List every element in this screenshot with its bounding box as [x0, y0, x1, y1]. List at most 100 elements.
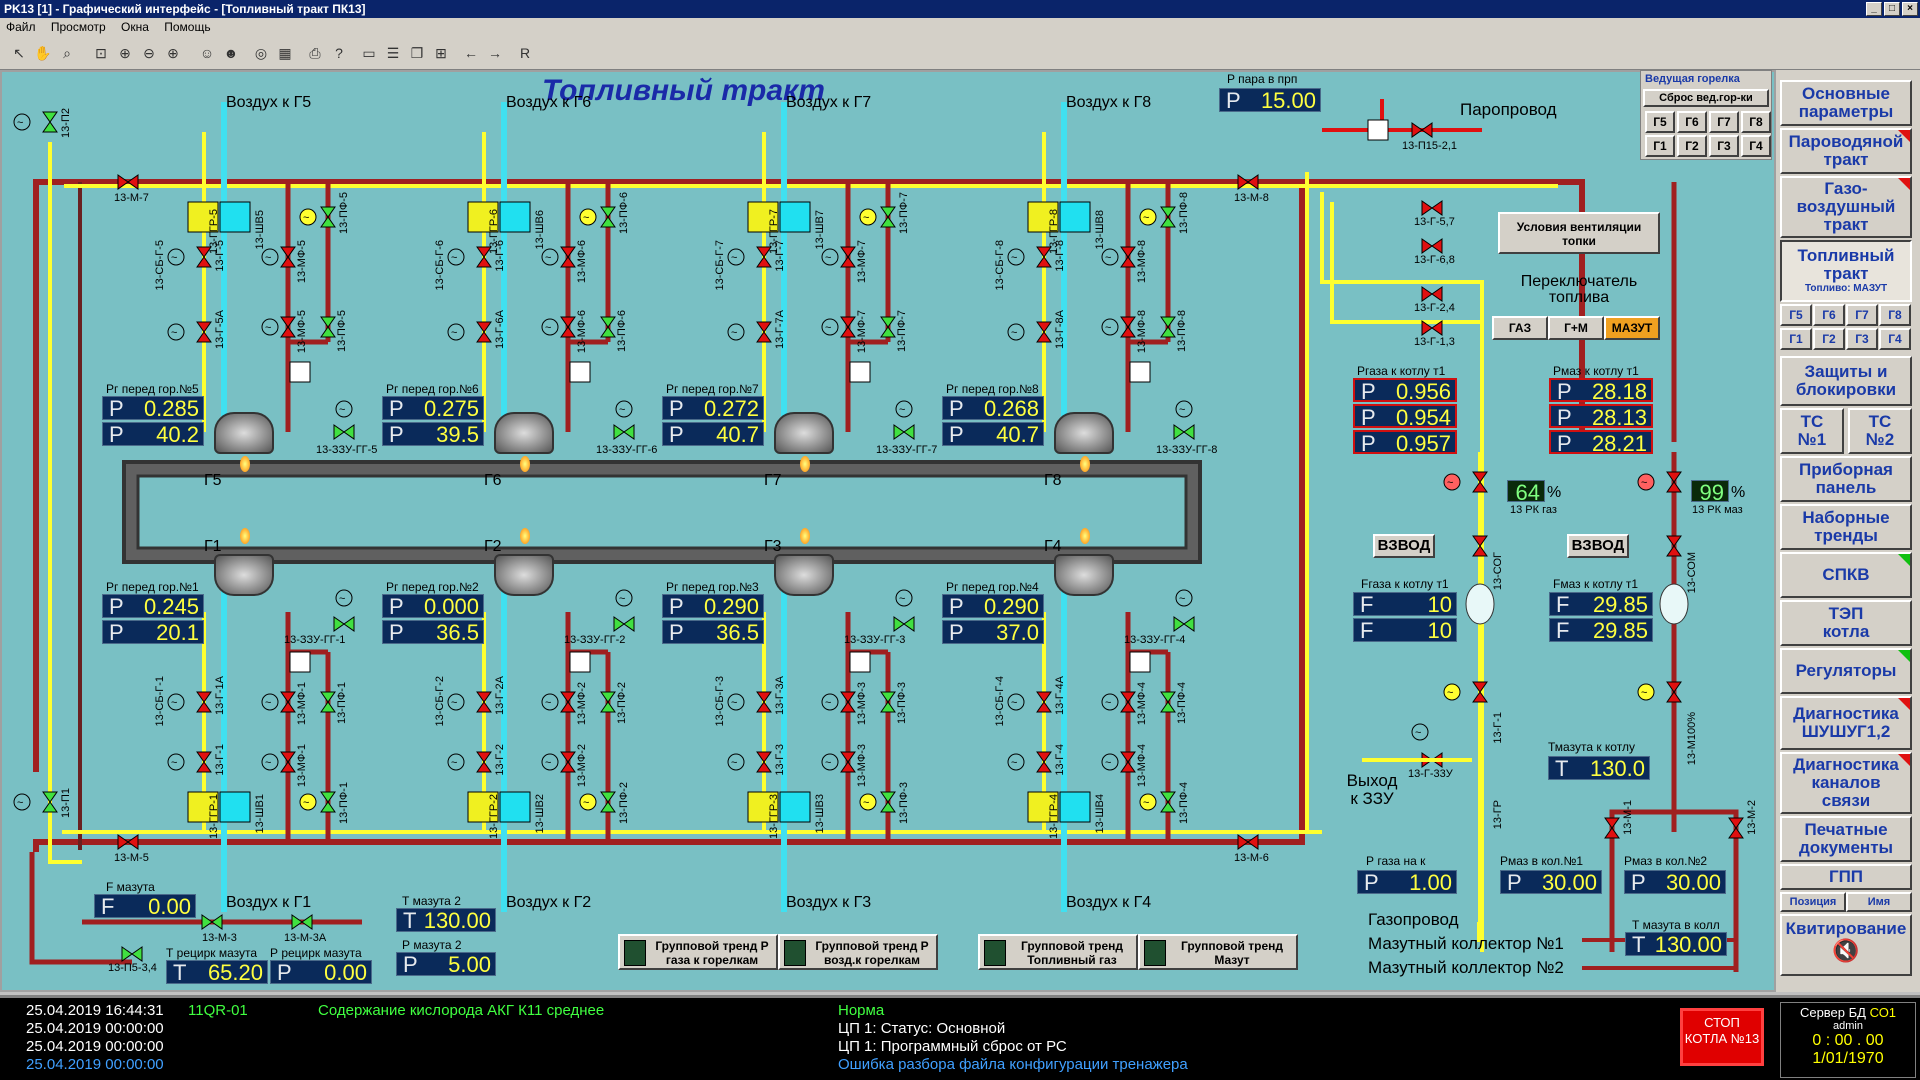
valve-icon[interactable]: [1421, 238, 1443, 254]
valve-icon[interactable]: [42, 111, 58, 133]
valve-icon[interactable]: [1421, 286, 1443, 302]
vzvod-gas-button[interactable]: ВЗВОД: [1373, 534, 1435, 558]
lead-burner-button[interactable]: Г2: [1677, 135, 1707, 157]
users-icon[interactable]: ☻: [223, 45, 239, 61]
valve-icon[interactable]: [280, 691, 296, 713]
valve-icon[interactable]: [117, 174, 139, 190]
valve-icon[interactable]: [1237, 834, 1259, 850]
menu-view[interactable]: Просмотр: [50, 20, 106, 34]
lead-burner-button[interactable]: Г5: [1645, 111, 1675, 133]
close-button[interactable]: ×: [1902, 2, 1918, 16]
menu-file[interactable]: Файл: [6, 20, 36, 34]
nav-spkv[interactable]: СПКВ: [1780, 552, 1912, 598]
zoom-area-icon[interactable]: ⊕: [119, 45, 131, 61]
valve-icon[interactable]: [840, 751, 856, 773]
nav-burner-button[interactable]: Г3: [1846, 328, 1878, 350]
valve-icon[interactable]: [613, 424, 635, 440]
nav-diag-channels[interactable]: Диагностика каналов связи: [1780, 752, 1912, 814]
valve-icon[interactable]: [1421, 200, 1443, 216]
vzvod-oil-button[interactable]: ВЗВОД: [1567, 534, 1629, 558]
valve-icon[interactable]: [880, 791, 896, 813]
fit-icon[interactable]: ⊡: [95, 45, 107, 61]
binoculars-icon[interactable]: ◎: [254, 45, 268, 61]
valve-icon[interactable]: [1666, 471, 1682, 493]
nav-diag-shushug[interactable]: Диагностика ШУШУГ1,2: [1780, 696, 1912, 750]
valve-icon[interactable]: [560, 316, 576, 338]
valve-icon[interactable]: [1120, 751, 1136, 773]
nav-regulators[interactable]: Регуляторы: [1780, 648, 1912, 694]
hand-icon[interactable]: ✋: [34, 45, 52, 61]
valve-icon[interactable]: [1472, 471, 1488, 493]
lead-burner-button[interactable]: Г8: [1741, 111, 1771, 133]
valve-icon[interactable]: [840, 691, 856, 713]
nav-burner-button[interactable]: Г2: [1813, 328, 1845, 350]
lead-burner-button[interactable]: Г6: [1677, 111, 1707, 133]
help-icon[interactable]: ?: [335, 45, 343, 61]
pointer-icon[interactable]: ↖: [13, 45, 25, 61]
valve-icon[interactable]: [1036, 751, 1052, 773]
valve-icon[interactable]: [880, 206, 896, 228]
valve-icon[interactable]: [893, 616, 915, 632]
valve-icon[interactable]: [1120, 316, 1136, 338]
valve-icon[interactable]: [280, 246, 296, 268]
valve-icon[interactable]: [560, 691, 576, 713]
name-tab[interactable]: Имя: [1846, 892, 1912, 912]
valve-icon[interactable]: [1472, 681, 1488, 703]
valve-icon[interactable]: [840, 316, 856, 338]
valve-icon[interactable]: [756, 751, 772, 773]
trend-air-button[interactable]: Групповой тренд Р возд.к горелкам: [778, 934, 938, 970]
valve-icon[interactable]: [840, 246, 856, 268]
nav-burner-button[interactable]: Г4: [1879, 328, 1911, 350]
valve-icon[interactable]: [893, 424, 915, 440]
valve-icon[interactable]: [196, 751, 212, 773]
lead-burner-button[interactable]: Г7: [1709, 111, 1739, 133]
menu-help[interactable]: Помощь: [164, 20, 211, 34]
valve-icon[interactable]: [1728, 817, 1744, 839]
valve-icon[interactable]: [320, 791, 336, 813]
switch-gas-oil-button[interactable]: Г+М: [1548, 316, 1604, 340]
valve-icon[interactable]: [320, 316, 336, 338]
valve-icon[interactable]: [320, 691, 336, 713]
minimize-button[interactable]: _: [1866, 2, 1882, 16]
print-icon[interactable]: ⎙: [309, 45, 321, 61]
zoom-in-icon[interactable]: ⊕: [167, 45, 179, 61]
lead-burner-button[interactable]: Г1: [1645, 135, 1675, 157]
valve-icon[interactable]: [560, 751, 576, 773]
valve-icon[interactable]: [476, 751, 492, 773]
valve-icon[interactable]: [280, 316, 296, 338]
zoom-icon[interactable]: ⌕: [63, 45, 71, 61]
nav-steam-water[interactable]: Пароводяной тракт: [1780, 128, 1912, 174]
valve-icon[interactable]: [196, 321, 212, 343]
lead-burner-button[interactable]: Г4: [1741, 135, 1771, 157]
valve-icon[interactable]: [600, 316, 616, 338]
nav-print[interactable]: Печатные документы: [1780, 816, 1912, 862]
valve-icon[interactable]: [756, 691, 772, 713]
forward-icon[interactable]: →: [488, 45, 502, 61]
valve-icon[interactable]: [196, 246, 212, 268]
trend-oil-button[interactable]: Групповой тренд Мазут: [1138, 934, 1298, 970]
nav-trends[interactable]: Наборные тренды: [1780, 504, 1912, 550]
table-icon[interactable]: ▦: [278, 45, 292, 61]
nav-gpp[interactable]: ГПП: [1780, 864, 1912, 890]
list-icon[interactable]: ☰: [386, 45, 400, 61]
valve-icon[interactable]: [1160, 691, 1176, 713]
valve-icon[interactable]: [1160, 316, 1176, 338]
valve-icon[interactable]: [333, 424, 355, 440]
valve-icon[interactable]: [1173, 424, 1195, 440]
nav-burner-button[interactable]: Г5: [1780, 304, 1812, 326]
valve-icon[interactable]: [1036, 321, 1052, 343]
valve-icon[interactable]: [756, 321, 772, 343]
valve-icon[interactable]: [1421, 320, 1443, 336]
valve-icon[interactable]: [320, 206, 336, 228]
valve-icon[interactable]: [117, 834, 139, 850]
r-button[interactable]: R: [519, 45, 531, 61]
back-icon[interactable]: ←: [464, 45, 478, 61]
trend-gas-button[interactable]: Групповой тренд Р газа к горелкам: [618, 934, 778, 970]
position-tab[interactable]: Позиция: [1780, 892, 1846, 912]
valve-icon[interactable]: [201, 914, 223, 930]
valve-icon[interactable]: [1160, 791, 1176, 813]
trend-fuel-gas-button[interactable]: Групповой тренд Топливный газ: [978, 934, 1138, 970]
valve-icon[interactable]: [1604, 817, 1620, 839]
user-icon[interactable]: ☺: [199, 45, 215, 61]
